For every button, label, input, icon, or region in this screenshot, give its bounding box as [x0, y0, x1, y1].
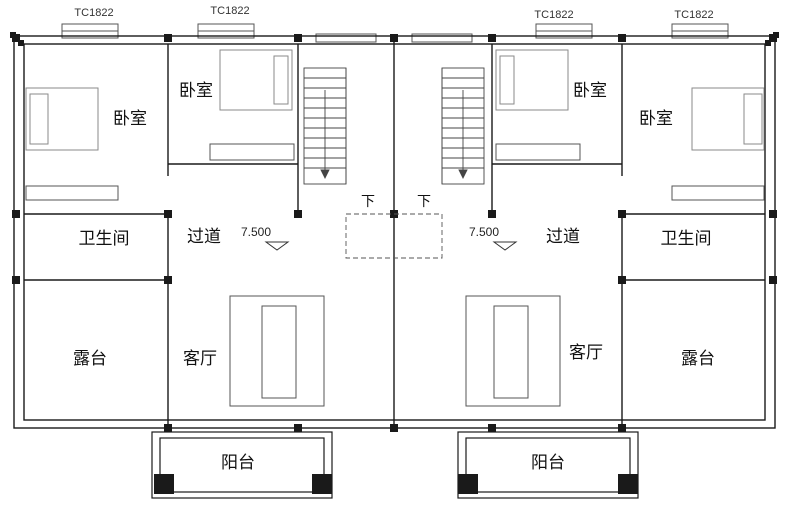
stair-down-label-right: 下 — [417, 194, 431, 210]
room-label-living-right: 客厅 — [569, 343, 603, 363]
elevation-label-right: 7.500 — [469, 225, 499, 239]
balcony-right — [457, 431, 639, 499]
bed-left-outer — [25, 87, 99, 151]
elevation-marker-left — [264, 241, 290, 251]
stair-right — [441, 67, 485, 185]
bed-right-inner — [495, 49, 569, 111]
room-label-bedroom-right-outer: 卧室 — [639, 109, 673, 129]
window-label-4: TC1822 — [674, 9, 713, 21]
corner-ornament-right — [765, 32, 779, 46]
room-label-bedroom-right-inner: 卧室 — [573, 81, 607, 101]
elevation-marker-right — [492, 241, 518, 251]
elevation-label-left: 7.500 — [241, 225, 271, 239]
room-label-corridor-right: 过道 — [546, 227, 580, 247]
stair-left — [303, 67, 347, 185]
room-label-living-left: 客厅 — [183, 349, 217, 369]
window-label-3: TC1822 — [534, 9, 573, 21]
stair-down-label-left: 下 — [361, 194, 375, 210]
room-label-terrace-left: 露台 — [73, 349, 107, 369]
bed-left-inner — [219, 49, 293, 111]
wardrobes — [25, 143, 765, 201]
room-label-bedroom-left-inner: 卧室 — [179, 81, 213, 101]
top-windows — [61, 23, 729, 43]
room-label-corridor-left: 过道 — [187, 227, 221, 247]
room-label-bedroom-left-outer: 卧室 — [113, 109, 147, 129]
corner-ornament-left — [10, 32, 24, 46]
room-label-balcony-right: 阳台 — [531, 453, 565, 473]
room-label-terrace-right: 露台 — [681, 349, 715, 369]
columns — [12, 34, 777, 432]
room-label-bath-left: 卫生间 — [79, 229, 130, 249]
room-label-balcony-left: 阳台 — [221, 453, 255, 473]
window-label-1: TC1822 — [74, 7, 113, 19]
window-label-2: TC1822 — [210, 5, 249, 17]
balcony-columns — [154, 474, 638, 494]
balcony-left — [151, 431, 333, 499]
stair-well-dashed — [345, 213, 443, 259]
room-label-bath-right: 卫生间 — [661, 229, 712, 249]
bed-right-outer — [691, 87, 765, 151]
sofa-left — [229, 295, 325, 407]
sofa-right — [465, 295, 561, 407]
walls — [13, 35, 776, 430]
